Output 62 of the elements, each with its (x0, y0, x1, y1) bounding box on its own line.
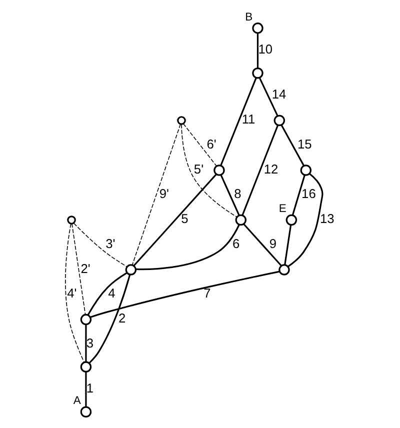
edge-label: 5 (181, 211, 188, 226)
node-label: A (73, 394, 81, 407)
connector (90, 270, 280, 318)
connector (85, 372, 87, 407)
node-circle (80, 361, 92, 373)
connector (243, 223, 282, 266)
edge-label: 2' (80, 260, 90, 276)
node-circle (80, 406, 92, 418)
connector (132, 124, 181, 266)
connector (73, 222, 128, 268)
connector (88, 274, 131, 364)
edge-label: 12 (264, 161, 278, 176)
edge-label: 8 (234, 186, 242, 202)
edge-label: 3 (86, 335, 94, 350)
connector (136, 224, 240, 270)
edge-label: 4' (67, 286, 77, 301)
connector (220, 174, 240, 216)
node-circle (286, 214, 298, 226)
node-label: B (245, 11, 253, 24)
connector (220, 78, 257, 166)
connector (72, 223, 86, 316)
node-circle (300, 164, 312, 176)
edge-label: 16 (302, 186, 316, 202)
node-circle (67, 216, 76, 224)
node-label: E (278, 203, 286, 216)
edge-label: 4 (108, 286, 116, 301)
connector (181, 124, 238, 218)
connector (292, 174, 306, 216)
node-circle (252, 22, 264, 34)
node-circle (274, 114, 286, 126)
connector (87, 272, 128, 316)
edge-label: 10 (258, 42, 272, 57)
node-circle (278, 264, 290, 276)
edge-label: 13 (320, 211, 334, 226)
edge-label: 6 (232, 236, 240, 251)
connector (284, 224, 292, 266)
edge-label: 7 (204, 286, 211, 301)
node-circle (80, 314, 92, 326)
edge-label: 11 (242, 112, 256, 127)
edge-label: 9 (269, 236, 277, 251)
node-circle (214, 164, 225, 176)
node-circle (235, 214, 246, 226)
connector (256, 33, 259, 68)
node-circle (252, 68, 264, 79)
connector (133, 174, 217, 266)
connector (182, 123, 217, 166)
node-circle (177, 116, 186, 125)
connector (65, 223, 85, 363)
connector (280, 124, 305, 166)
edge-label: 2 (118, 310, 126, 326)
edge-label: 3' (106, 236, 116, 251)
edge-label: 1 (86, 380, 94, 396)
edge-label: 5' (194, 161, 204, 176)
connector (258, 78, 278, 116)
connector (288, 173, 324, 268)
edge-label: 15 (298, 136, 312, 152)
edge-label: 6' (206, 136, 216, 152)
node-circle (125, 264, 137, 276)
edge-label: 9' (159, 186, 170, 202)
connector (85, 324, 87, 362)
edge-label: 14 (272, 86, 286, 102)
connector (242, 124, 279, 216)
